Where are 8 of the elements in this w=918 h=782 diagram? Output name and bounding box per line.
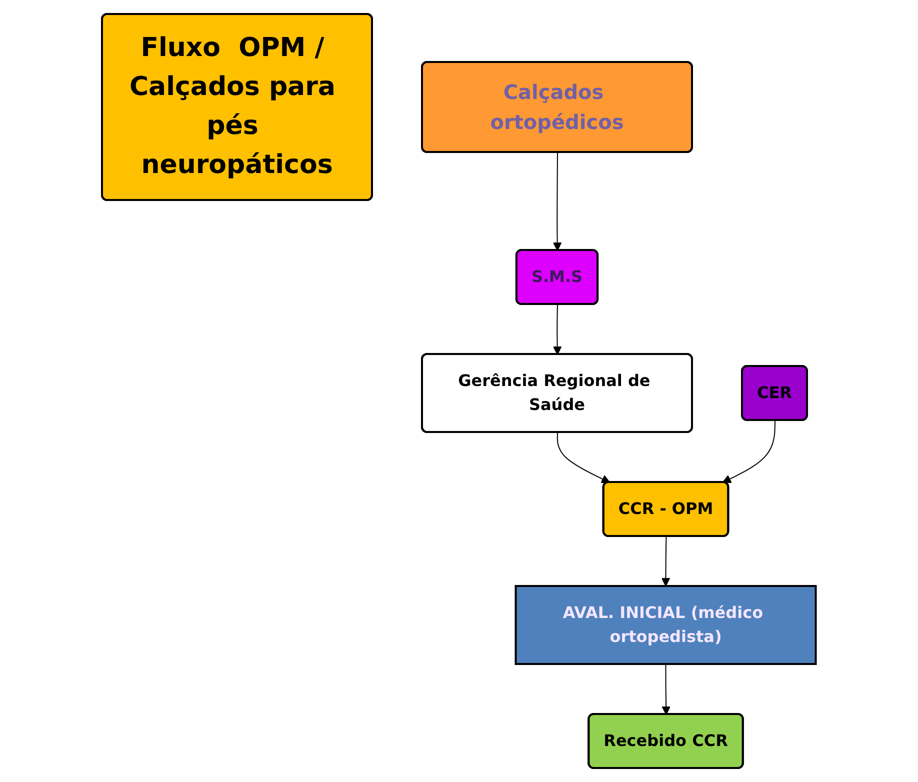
arrow (661, 536, 670, 586)
arrow (553, 152, 562, 251)
arrow (722, 420, 776, 483)
arrow (553, 304, 562, 355)
node-text: Gerência Regional de Saúde (458, 371, 650, 414)
arrow (662, 664, 671, 715)
arrow (557, 432, 610, 484)
node-box: AVAL. INICIAL (médico ortopedista) (514, 585, 817, 665)
